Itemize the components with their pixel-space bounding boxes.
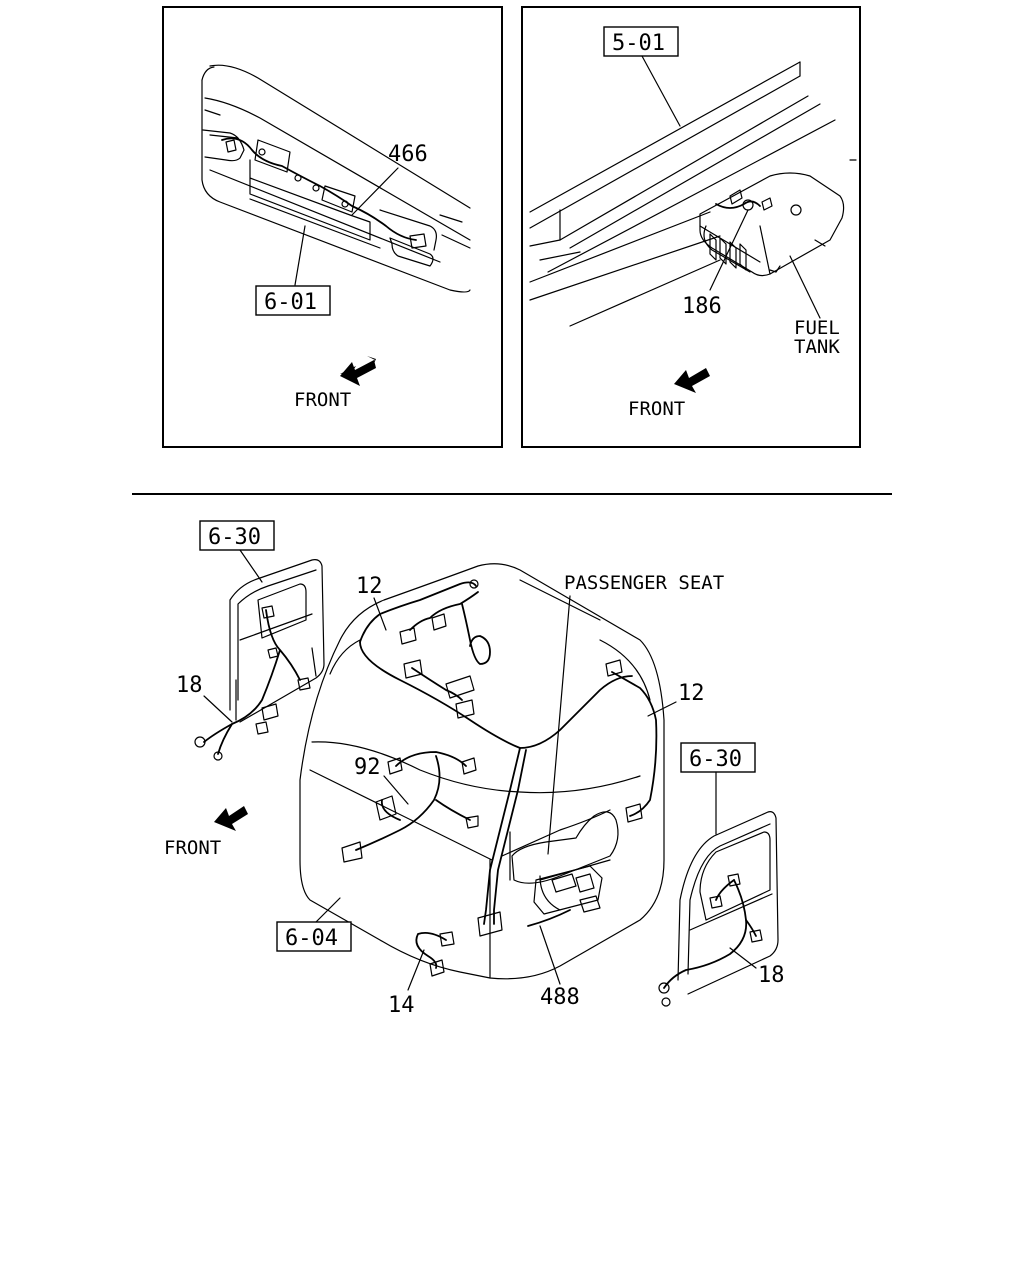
panel-front-bumper: 466 6-01 FRONT [162,6,503,448]
front-label-left-panel: FRONT [294,389,351,411]
tank-label: TANK [794,336,840,358]
front-arrow-icon [674,368,710,393]
panel-frame-left [162,6,503,448]
passenger-seat-label: PASSENGER SEAT [564,572,724,594]
fuel-label: FUEL [794,317,840,339]
ref-box-5-01 [603,26,679,57]
part-number-488: 488 [540,985,580,1010]
part-number-12-right: 12 [678,681,705,706]
ref-box-6-01 [255,285,331,316]
panel-fuel-tank: 186 FUEL TANK 5-01 FRONT [521,6,861,448]
part-number-18-left: 18 [176,673,203,698]
part-number-18-right: 18 [758,963,785,988]
ref-box-left-door-label: 6-30 [208,525,261,550]
frame-rail-drawing [529,61,857,327]
bumper-drawing [201,64,471,293]
cab-body-drawing [299,563,665,980]
ref-box-left-door [199,520,275,551]
part-number-186: 186 [682,294,722,319]
panel-frame-right [521,6,861,448]
ref-box-right-door [680,742,756,773]
part-number-92: 92 [354,755,381,780]
part-number-12-left: 12 [356,574,383,599]
left-door-drawing [194,559,325,761]
part-number-14: 14 [388,993,415,1018]
front-arrow-icon [214,806,248,831]
part-number-466: 466 [388,142,428,167]
fuel-tank-drawing [699,172,845,277]
front-label-cab: FRONT [164,837,221,859]
ref-box-5-01-label: 5-01 [612,31,665,56]
ref-box-cab-body-label: 6-04 [285,926,338,951]
front-label-right-panel: FRONT [628,398,685,420]
ref-box-cab-body [276,921,352,952]
ref-box-6-01-label: 6-01 [264,290,317,315]
cab-section: 6-30 18 [164,520,785,1018]
right-door-drawing [658,811,779,1007]
ref-box-right-door-label: 6-30 [689,747,742,772]
